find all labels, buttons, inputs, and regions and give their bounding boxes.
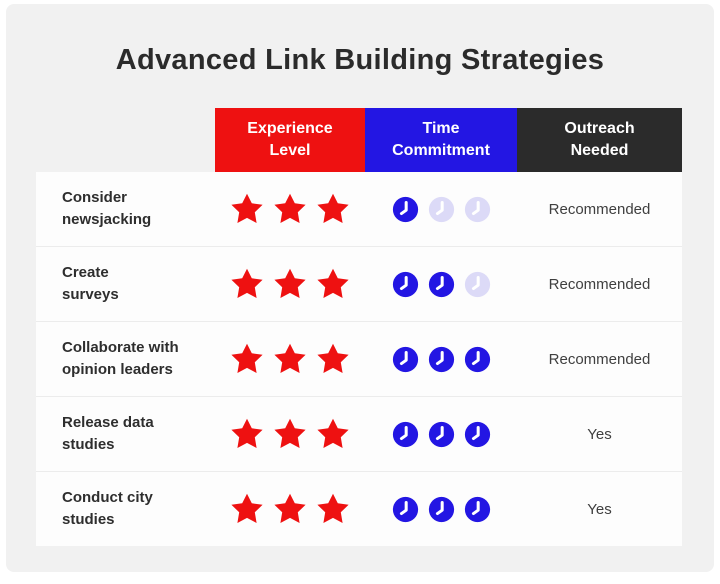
clock-icon <box>464 421 490 447</box>
star-icon <box>274 343 306 373</box>
time-clocks <box>365 346 517 373</box>
time-clocks <box>365 421 517 448</box>
strategy-label: Collaborate with opinion leaders <box>62 338 179 379</box>
strategy-label: Create surveys <box>62 263 119 304</box>
star-icon <box>317 268 349 298</box>
clock-icon <box>392 496 418 522</box>
table-header: Experience Level Time Commitment Outreac… <box>215 108 682 172</box>
clock-icon <box>428 346 454 372</box>
header-experience-level: Experience Level <box>215 108 365 172</box>
outreach-value: Recommended <box>548 200 651 218</box>
outreach-value: Recommended <box>548 275 651 293</box>
time-clocks <box>365 271 517 298</box>
star-icon <box>274 268 306 298</box>
star-icon <box>231 418 263 448</box>
table-row: Create surveys Recommended <box>36 246 682 321</box>
strategies-table: Consider newsjacking Recommended Create … <box>36 172 682 546</box>
star-icon <box>274 493 306 523</box>
star-icon <box>231 493 263 523</box>
strategy-label: Release data studies <box>62 413 154 454</box>
clock-icon <box>464 496 490 522</box>
clock-icon <box>392 421 418 447</box>
clock-icon <box>428 271 454 297</box>
clock-icon <box>392 196 418 222</box>
outreach-value: Yes <box>587 500 612 518</box>
experience-stars <box>215 491 365 527</box>
clock-icon <box>464 346 490 372</box>
experience-stars <box>215 266 365 302</box>
header-time-commitment: Time Commitment <box>365 108 517 172</box>
clock-icon <box>392 271 418 297</box>
clock-icon <box>428 496 454 522</box>
experience-stars <box>215 191 365 227</box>
star-icon <box>317 493 349 523</box>
strategy-label: Consider newsjacking <box>62 188 152 229</box>
star-icon <box>231 193 263 223</box>
header-outreach-needed: Outreach Needed <box>517 108 682 172</box>
experience-stars <box>215 416 365 452</box>
clock-icon <box>428 196 454 222</box>
page-title: Advanced Link Building Strategies <box>115 44 605 76</box>
infographic-canvas: Advanced Link Building Strategies Experi… <box>6 4 714 572</box>
clock-icon <box>464 196 490 222</box>
time-clocks <box>365 196 517 223</box>
clock-icon <box>428 421 454 447</box>
table-row: Collaborate with opinion leaders Recomme… <box>36 321 682 396</box>
star-icon <box>317 343 349 373</box>
clock-icon <box>392 346 418 372</box>
experience-stars <box>215 341 365 377</box>
star-icon <box>274 193 306 223</box>
star-icon <box>231 268 263 298</box>
table-row: Release data studies Yes <box>36 396 682 471</box>
star-icon <box>231 343 263 373</box>
time-clocks <box>365 496 517 523</box>
star-icon <box>317 418 349 448</box>
table-row: Consider newsjacking Recommended <box>36 172 682 246</box>
outreach-value: Recommended <box>548 350 651 368</box>
table-row: Conduct city studies Yes <box>36 471 682 546</box>
star-icon <box>317 193 349 223</box>
star-icon <box>274 418 306 448</box>
strategy-label: Conduct city studies <box>62 488 153 529</box>
outreach-value: Yes <box>587 425 612 443</box>
clock-icon <box>464 271 490 297</box>
